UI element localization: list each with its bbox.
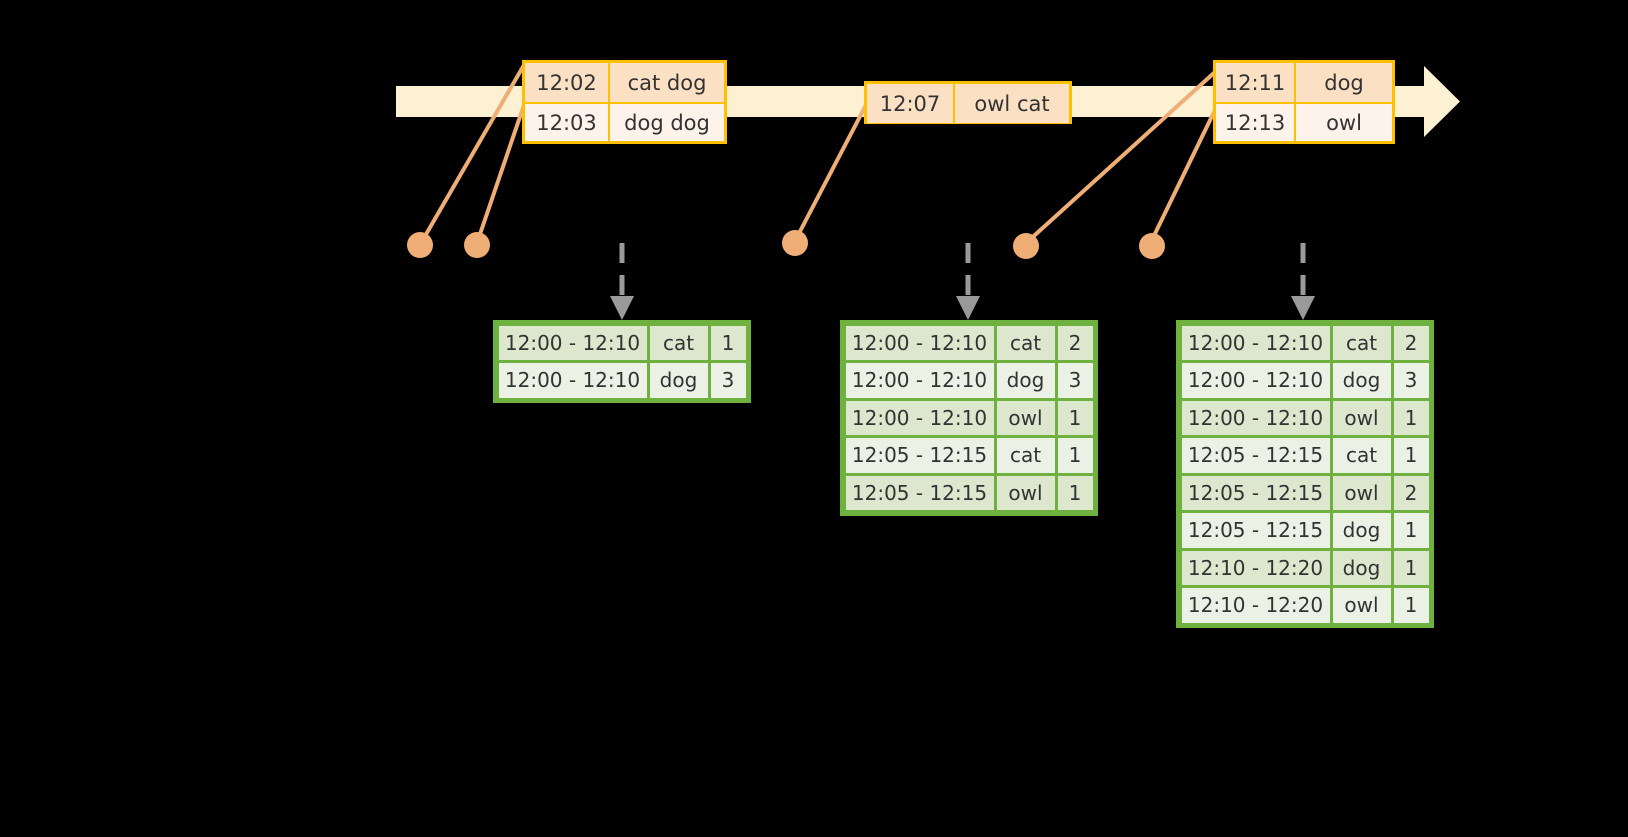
cell-word: cat bbox=[996, 325, 1055, 360]
event-row[interactable]: 12:03 dog dog bbox=[525, 102, 724, 141]
table-row[interactable]: 12:05 - 12:15 owl 1 bbox=[844, 474, 1094, 512]
event-group-1[interactable]: 12:02 cat dog 12:03 dog dog bbox=[522, 60, 727, 144]
table-row[interactable]: 12:05 - 12:15 cat 1 bbox=[1180, 437, 1430, 475]
cell-window: 12:00 - 12:10 bbox=[845, 325, 994, 360]
cell-count: 1 bbox=[1057, 475, 1093, 510]
cell-word: owl bbox=[1332, 588, 1391, 623]
cell-count: 1 bbox=[1057, 438, 1093, 473]
event-row[interactable]: 12:13 owl bbox=[1216, 102, 1392, 141]
cell-window: 12:00 - 12:10 bbox=[498, 363, 647, 398]
dashed-arrow-head-2 bbox=[956, 296, 980, 320]
table-row[interactable]: 12:05 - 12:15 owl 2 bbox=[1180, 474, 1430, 512]
event-dot-4 bbox=[1013, 233, 1039, 259]
table-row[interactable]: 12:10 - 12:20 dog 1 bbox=[1180, 549, 1430, 587]
connector-line-1 bbox=[419, 63, 526, 245]
cell-word: cat bbox=[1332, 325, 1391, 360]
cell-count: 1 bbox=[1057, 400, 1093, 435]
table-row[interactable]: 12:10 - 12:20 owl 1 bbox=[1180, 587, 1430, 625]
result-table-2[interactable]: 12:00 - 12:10 cat 2 12:00 - 12:10 dog 3 … bbox=[840, 320, 1098, 516]
event-row[interactable]: 12:07 owl cat bbox=[867, 84, 1069, 123]
table-row[interactable]: 12:00 - 12:10 cat 2 bbox=[844, 324, 1094, 362]
cell-window: 12:00 - 12:10 bbox=[1181, 400, 1330, 435]
cell-count: 1 bbox=[1393, 400, 1429, 435]
table-row[interactable]: 12:00 - 12:10 dog 3 bbox=[844, 362, 1094, 400]
connector-line-5 bbox=[1148, 108, 1217, 246]
cell-word: dog bbox=[1332, 513, 1391, 548]
cell-count: 1 bbox=[710, 325, 746, 360]
table-row[interactable]: 12:00 - 12:10 cat 2 bbox=[1180, 324, 1430, 362]
cell-count: 3 bbox=[1057, 363, 1093, 398]
event-row[interactable]: 12:11 dog bbox=[1216, 63, 1392, 102]
cell-count: 1 bbox=[1393, 438, 1429, 473]
cell-window: 12:05 - 12:15 bbox=[1181, 438, 1330, 473]
dashed-arrow-head-1 bbox=[610, 296, 634, 320]
cell-count: 2 bbox=[1057, 325, 1093, 360]
cell-window: 12:05 - 12:15 bbox=[845, 438, 994, 473]
event-group-2[interactable]: 12:07 owl cat bbox=[864, 81, 1072, 124]
cell-word: dog bbox=[1332, 550, 1391, 585]
cell-window: 12:00 - 12:10 bbox=[1181, 363, 1330, 398]
cell-count: 3 bbox=[1393, 363, 1429, 398]
cell-window: 12:00 - 12:10 bbox=[845, 400, 994, 435]
event-words: dog dog bbox=[610, 104, 724, 141]
cell-word: owl bbox=[996, 400, 1055, 435]
table-row[interactable]: 12:05 - 12:15 cat 1 bbox=[844, 437, 1094, 475]
cell-word: cat bbox=[649, 325, 708, 360]
cell-window: 12:05 - 12:15 bbox=[1181, 513, 1330, 548]
table-row[interactable]: 12:00 - 12:10 dog 3 bbox=[1180, 362, 1430, 400]
event-time: 12:07 bbox=[867, 84, 955, 123]
cell-word: dog bbox=[1332, 363, 1391, 398]
event-time: 12:03 bbox=[525, 104, 610, 141]
event-time: 12:13 bbox=[1216, 104, 1296, 141]
cell-window: 12:05 - 12:15 bbox=[1181, 475, 1330, 510]
dashed-arrows bbox=[610, 243, 1315, 320]
event-row[interactable]: 12:02 cat dog bbox=[525, 63, 724, 102]
cell-word: owl bbox=[1332, 400, 1391, 435]
table-row[interactable]: 12:00 - 12:10 owl 1 bbox=[1180, 399, 1430, 437]
table-row[interactable]: 12:00 - 12:10 owl 1 bbox=[844, 399, 1094, 437]
cell-window: 12:00 - 12:10 bbox=[845, 363, 994, 398]
table-row[interactable]: 12:00 - 12:10 cat 1 bbox=[497, 324, 747, 362]
cell-word: cat bbox=[996, 438, 1055, 473]
table-row[interactable]: 12:05 - 12:15 dog 1 bbox=[1180, 512, 1430, 550]
cell-window: 12:10 - 12:20 bbox=[1181, 588, 1330, 623]
cell-count: 1 bbox=[1393, 550, 1429, 585]
cell-word: owl bbox=[996, 475, 1055, 510]
cell-word: dog bbox=[996, 363, 1055, 398]
event-dot-5 bbox=[1139, 233, 1165, 259]
cell-count: 1 bbox=[1393, 588, 1429, 623]
result-table-3[interactable]: 12:00 - 12:10 cat 2 12:00 - 12:10 dog 3 … bbox=[1176, 320, 1434, 628]
event-words: dog bbox=[1296, 63, 1392, 102]
event-time: 12:02 bbox=[525, 63, 610, 102]
dashed-arrow-head-3 bbox=[1291, 296, 1315, 320]
cell-window: 12:10 - 12:20 bbox=[1181, 550, 1330, 585]
connector-line-3 bbox=[793, 103, 868, 243]
cell-word: owl bbox=[1332, 475, 1391, 510]
cell-window: 12:00 - 12:10 bbox=[1181, 325, 1330, 360]
event-dot-1 bbox=[407, 232, 433, 258]
event-time: 12:11 bbox=[1216, 63, 1296, 102]
connector-line-2 bbox=[475, 103, 526, 245]
event-dot-2 bbox=[464, 232, 490, 258]
cell-count: 3 bbox=[710, 363, 746, 398]
cell-word: dog bbox=[649, 363, 708, 398]
cell-count: 1 bbox=[1393, 513, 1429, 548]
cell-window: 12:05 - 12:15 bbox=[845, 475, 994, 510]
event-words: owl bbox=[1296, 104, 1392, 141]
event-dot-3 bbox=[782, 230, 808, 256]
table-row[interactable]: 12:00 - 12:10 dog 3 bbox=[497, 362, 747, 400]
cell-count: 2 bbox=[1393, 475, 1429, 510]
cell-count: 2 bbox=[1393, 325, 1429, 360]
event-words: owl cat bbox=[955, 84, 1069, 123]
event-group-3[interactable]: 12:11 dog 12:13 owl bbox=[1213, 60, 1395, 144]
cell-word: cat bbox=[1332, 438, 1391, 473]
cell-window: 12:00 - 12:10 bbox=[498, 325, 647, 360]
event-words: cat dog bbox=[610, 63, 724, 102]
result-table-1[interactable]: 12:00 - 12:10 cat 1 12:00 - 12:10 dog 3 bbox=[493, 320, 751, 403]
